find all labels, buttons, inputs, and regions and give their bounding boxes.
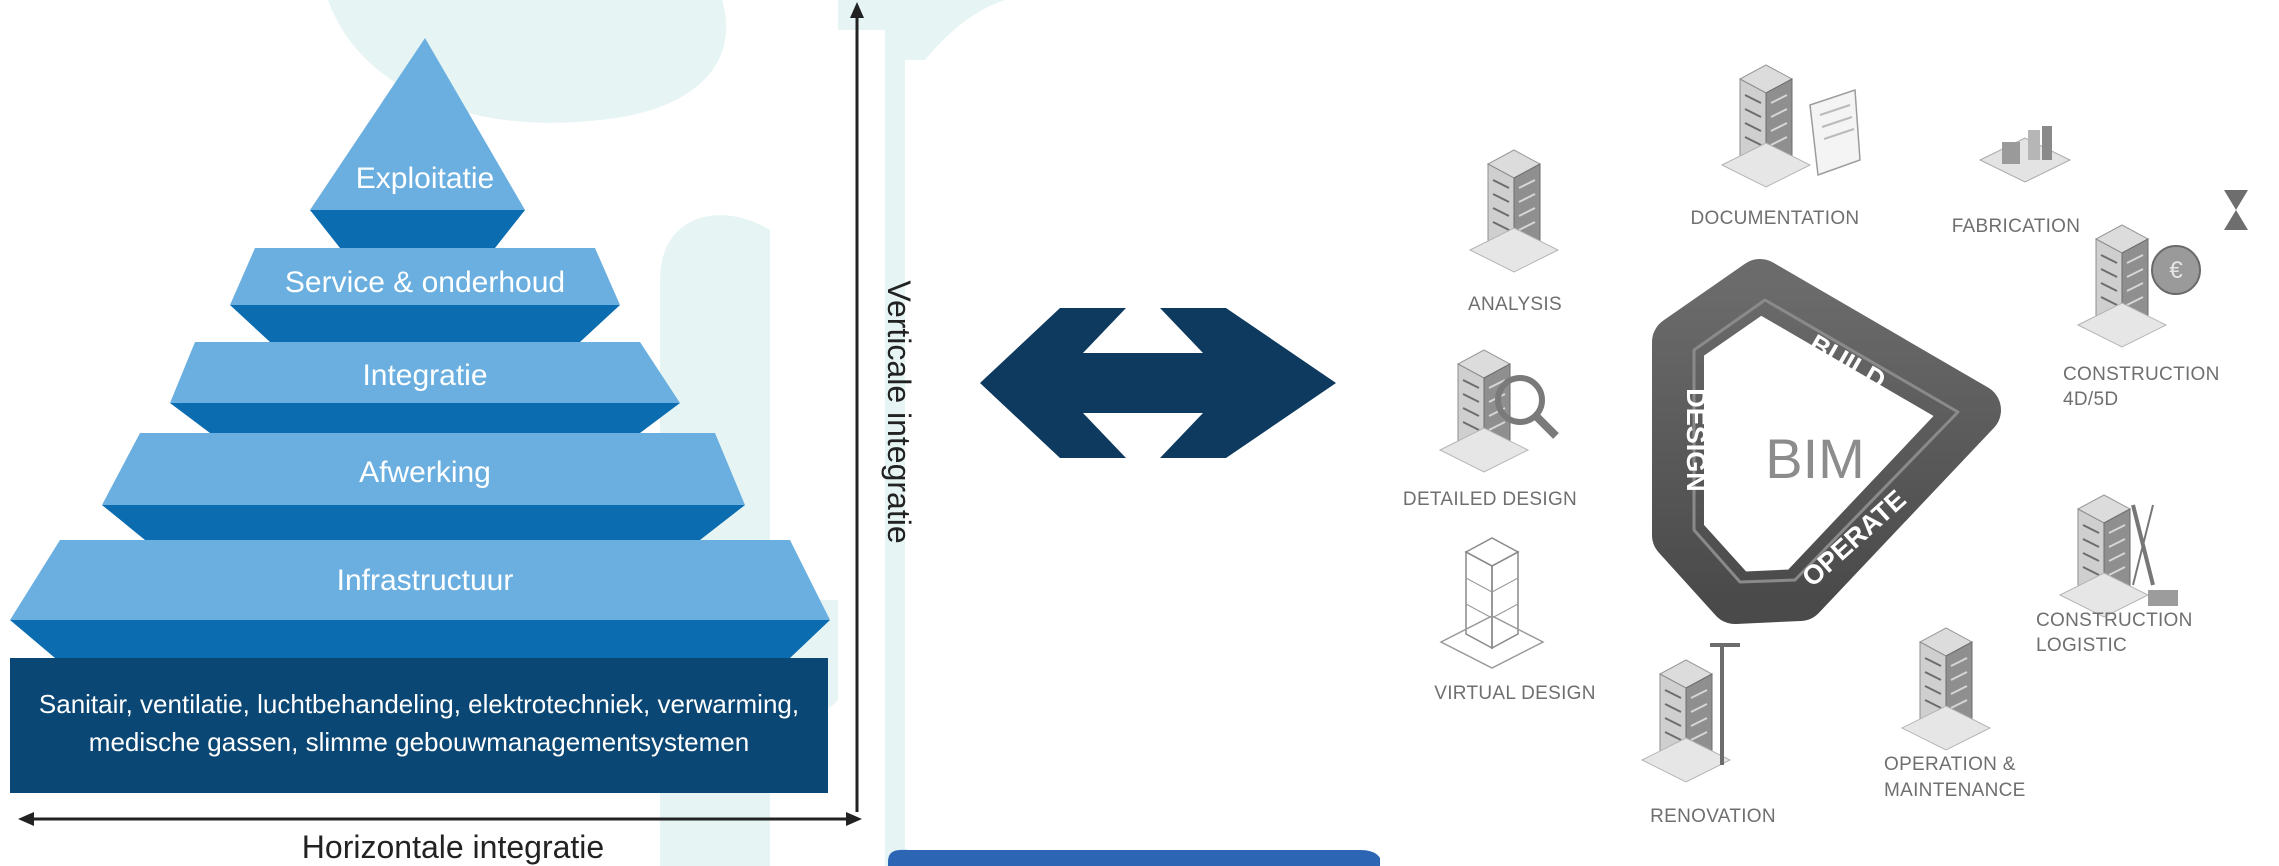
stage-label-analysis: ANALYSIS	[1468, 294, 1562, 315]
band-design-label: DESIGN	[1681, 388, 1711, 492]
background-bar-vertical	[838, 0, 905, 866]
bottom-tab	[885, 849, 1382, 866]
horizontal-axis-label: Horizontale integratie	[302, 829, 604, 865]
pyramid-level-exploitatie: Exploitatie	[310, 38, 525, 248]
stage-label-documentation: DOCUMENTATION	[1691, 208, 1860, 229]
stage-label-renovation: RENOVATION	[1650, 806, 1776, 827]
level-label-afwerking: Afwerking	[359, 456, 491, 489]
building-renovation-icon	[1641, 643, 1740, 783]
horizontal-axis-arrowhead-left	[18, 812, 34, 826]
level-label-exploitatie: Exploitatie	[356, 162, 494, 195]
level-label-infrastructuur: Infrastructuur	[337, 564, 514, 597]
pyramid-axes: Verticale integratie Horizontale integra…	[18, 2, 917, 865]
stage-label-virtual-design: VIRTUAL DESIGN	[1434, 683, 1596, 704]
vertical-axis-label: Verticale integratie	[881, 280, 917, 543]
stage-label-operation-line1: OPERATION &	[1884, 754, 2016, 775]
building-virtual-design-icon	[1439, 537, 1545, 669]
bim-band	[1652, 259, 2001, 624]
stage-label-logistic-line1: CONSTRUCTION	[2036, 610, 2193, 631]
bim-center-label: BIM	[1765, 427, 1865, 490]
stage-label-detailed-design: DETAILED DESIGN	[1403, 489, 1577, 510]
vertical-axis-arrowhead	[850, 2, 864, 18]
stage-label-logistic-line2: LOGISTIC	[2036, 635, 2127, 656]
pyramid-level-afwerking: Afwerking	[102, 433, 745, 540]
pyramid-base: Sanitair, ventilatie, luchtbehandeling, …	[10, 658, 828, 793]
pyramid-level-service: Service & onderhoud	[230, 248, 620, 342]
pyramid: Exploitatie Service & onderhoud Integrat…	[10, 38, 830, 793]
building-detailed-design-icon	[1439, 349, 1559, 473]
bim-band-highlight	[1692, 298, 1960, 584]
bim-stage-labels: ANALYSIS DOCUMENTATION FABRICATION CONST…	[1403, 208, 2220, 827]
double-arrow-icon	[980, 308, 1336, 458]
svg-text:€: €	[2169, 257, 2183, 284]
stage-label-construction-line1: CONSTRUCTION	[2063, 364, 2220, 385]
base-text-line1: Sanitair, ventilatie, luchtbehandeling, …	[39, 689, 799, 719]
building-construction-icon: €	[2077, 190, 2248, 348]
building-documentation-icon	[1721, 64, 1861, 188]
stage-label-fabrication: FABRICATION	[1952, 216, 2081, 237]
horizontal-axis-arrowhead-right	[846, 812, 862, 826]
pyramid-level-integratie: Integratie	[170, 342, 680, 433]
fabrication-icon	[1978, 126, 2072, 183]
construction-logistic-icon	[2059, 494, 2178, 618]
background-blob-right	[905, 0, 1005, 60]
level-label-integratie: Integratie	[362, 359, 487, 392]
pyramid-level-infrastructuur: Infrastructuur	[10, 540, 830, 658]
stage-label-construction-line2: 4D/5D	[2063, 389, 2118, 410]
level-label-service: Service & onderhoud	[285, 266, 565, 299]
stage-label-operation-line2: MAINTENANCE	[1884, 780, 2026, 801]
bim-diagram: BIM DESIGN BUILD OPERATE €	[1380, 20, 2279, 866]
base-text-line2: medische gassen, slimme gebouwmanagement…	[89, 727, 749, 757]
